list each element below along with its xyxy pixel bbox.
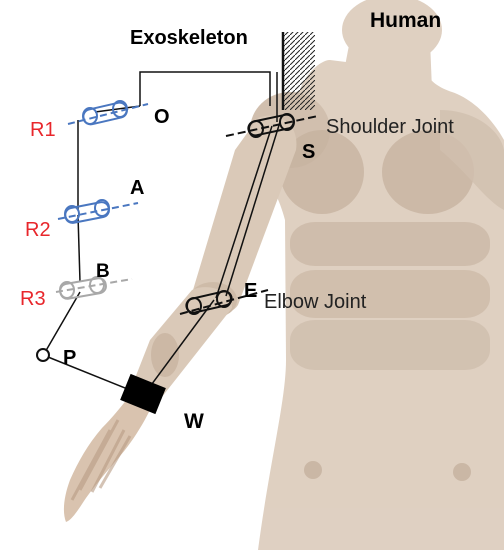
label-elbow-joint: Elbow Joint	[264, 291, 367, 313]
abdomen-band-1	[290, 222, 490, 266]
link-s-e	[215, 125, 273, 299]
hip-left-dot	[304, 461, 322, 479]
label-p: P	[63, 347, 76, 369]
forearm-shade	[151, 333, 179, 377]
label-e: E	[244, 280, 257, 302]
hip-right-dot	[453, 463, 471, 481]
label-exoskeleton: Exoskeleton	[130, 27, 248, 49]
shoulder-joint-marker	[225, 113, 319, 138]
hand-shape	[63, 398, 151, 522]
link-e-w	[145, 299, 215, 393]
label-human: Human	[370, 9, 441, 32]
label-w: W	[184, 410, 204, 433]
label-r1: R1	[30, 119, 56, 141]
head-shape	[342, 0, 442, 65]
label-s: S	[302, 141, 315, 163]
label-r2: R2	[25, 219, 51, 241]
finger-lines	[70, 419, 132, 501]
label-a: A	[130, 177, 144, 199]
top-frame	[139, 71, 271, 106]
point-p-marker	[36, 348, 50, 362]
wrist-cuff	[120, 373, 166, 415]
revolute-joint-r2	[57, 199, 139, 224]
elbow-joint-marker	[179, 289, 269, 315]
link-s-e-2	[225, 121, 281, 297]
abdomen-band-2	[290, 270, 490, 318]
label-shoulder-joint: Shoulder Joint	[326, 116, 454, 138]
revolute-joint-r1	[67, 100, 149, 126]
label-r3: R3	[20, 288, 46, 310]
abdomen-band-3	[290, 320, 490, 370]
forearm-shape	[128, 287, 232, 408]
chest-left-shade	[280, 130, 364, 214]
mount-hatch	[283, 32, 315, 110]
shoulder-right	[440, 110, 504, 210]
link-r3-p	[43, 291, 81, 355]
link-p-w	[47, 356, 131, 391]
label-b: B	[96, 261, 110, 282]
label-o: O	[154, 106, 170, 128]
exoskeleton-linkage	[43, 32, 315, 393]
revolute-joint-r3	[55, 276, 133, 300]
link-r2-r3	[77, 214, 81, 283]
